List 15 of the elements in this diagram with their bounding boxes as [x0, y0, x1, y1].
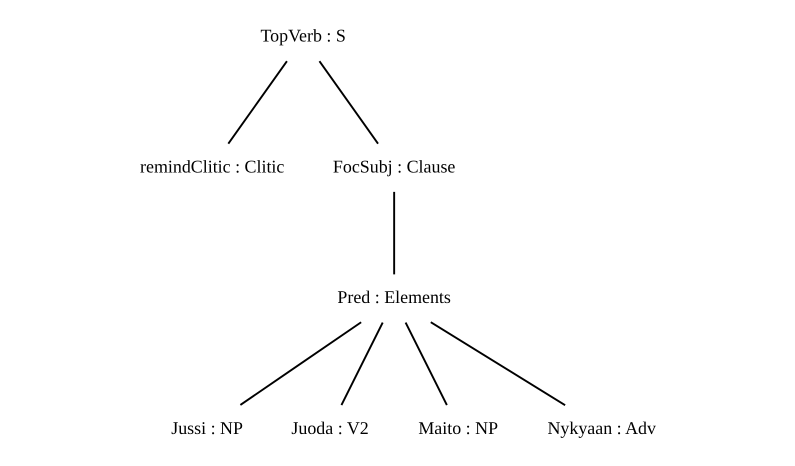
- connector: [227, 60, 288, 144]
- connector: [318, 60, 378, 144]
- node-text: Maito : NP: [418, 418, 498, 438]
- connector: [404, 322, 448, 406]
- node-text: TopVerb : S: [260, 26, 346, 46]
- node-text: Jussi : NP: [170, 418, 242, 438]
- connector: [239, 321, 362, 406]
- connector: [392, 192, 395, 274]
- node-text: remindClitic : Clitic: [140, 156, 284, 176]
- node-text: Nykyaan : Adv: [546, 418, 656, 438]
- node-text: FocSubj : Clause: [332, 156, 455, 176]
- connector: [430, 321, 566, 406]
- node-text: Pred : Elements: [336, 287, 450, 308]
- connector: [340, 322, 384, 406]
- node-text: Juoda : V2: [290, 418, 368, 438]
